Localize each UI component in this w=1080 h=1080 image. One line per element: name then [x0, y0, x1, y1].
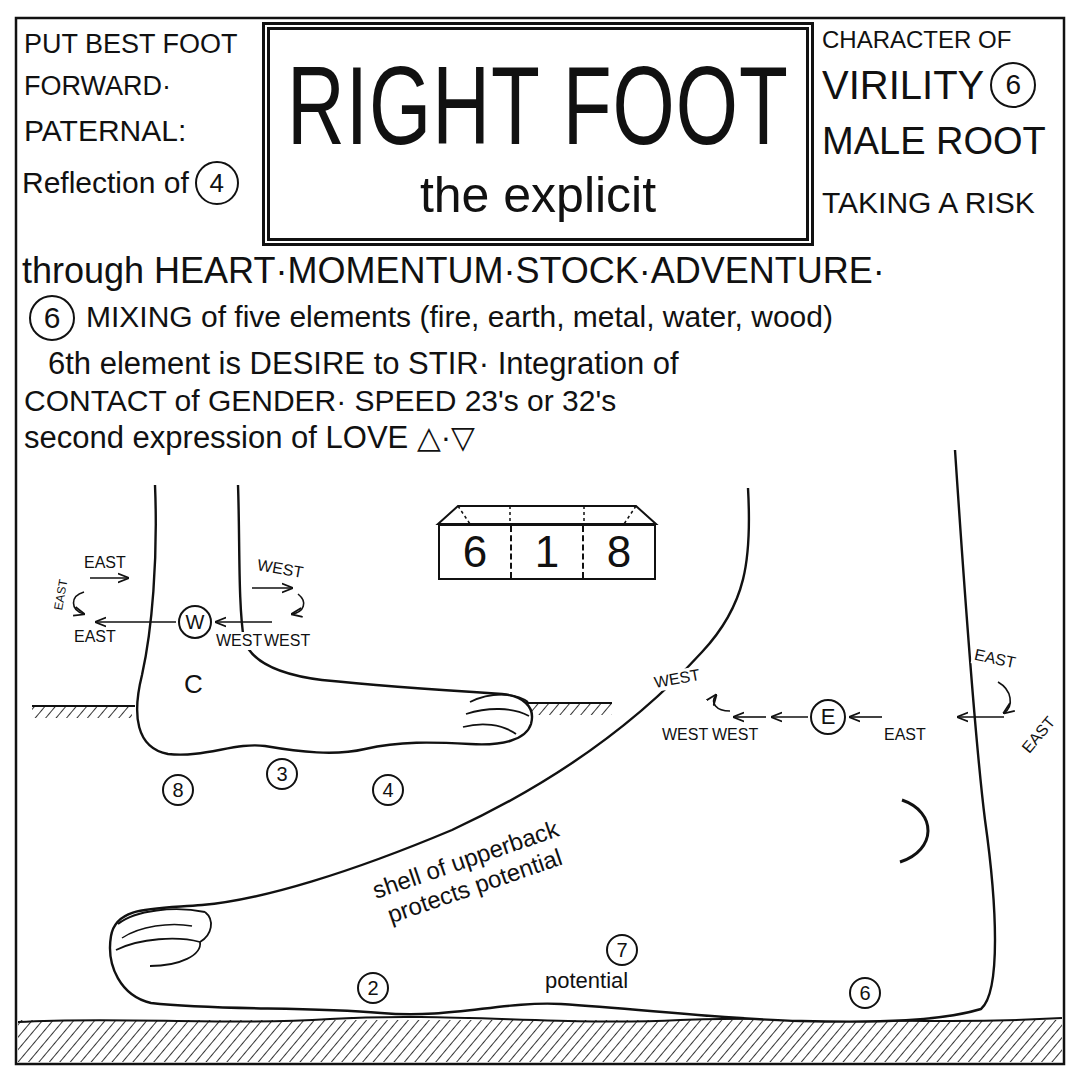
direction-arrow	[998, 682, 1010, 713]
title-box: RIGHT FOOT the explicit	[262, 22, 814, 246]
note-text: TAKING A RISK	[822, 186, 1035, 221]
direction-arrow	[958, 716, 1004, 718]
note-text: CHARACTER OF	[822, 26, 1011, 54]
ground-hatch	[18, 1020, 1062, 1062]
toe-line	[122, 925, 192, 939]
title-text: RIGHT FOOT	[287, 50, 789, 162]
callout-circle: 6	[990, 62, 1036, 108]
direction-arrow	[216, 621, 272, 623]
callout-number: 6	[859, 983, 870, 1003]
direction-arrow	[850, 716, 882, 718]
direction-arrow	[96, 621, 176, 623]
direction-label: EAST	[52, 576, 72, 613]
crescent-mark	[900, 800, 928, 862]
direction-arrow	[292, 594, 304, 614]
callout-number: 2	[367, 978, 378, 998]
callout-number: 7	[616, 940, 627, 960]
direction-label: EAST	[82, 554, 128, 572]
box-top-face	[438, 506, 656, 524]
toe-line	[470, 695, 528, 703]
callout-number: 4	[210, 170, 224, 196]
ground-line	[32, 705, 135, 707]
toe-line	[200, 912, 211, 942]
number-cell: 1	[510, 526, 582, 578]
direction-label: WEST	[660, 726, 710, 744]
direction-label: WEST	[214, 632, 264, 650]
note-text: Reflection of	[22, 166, 189, 201]
callout-number: E	[821, 706, 836, 728]
letter-label: C	[184, 670, 203, 700]
frame	[16, 18, 1064, 1064]
callout-number: W	[186, 612, 205, 632]
toenail-line	[116, 939, 200, 966]
toe-line	[463, 724, 516, 734]
callout-circle: 8	[162, 774, 194, 806]
curved-note: shell of upperback protects potential	[329, 800, 612, 943]
callout-number: 4	[382, 780, 393, 800]
direction-label: WEST	[262, 632, 312, 650]
callout-circle: 7	[606, 934, 638, 966]
note-text: second expression of LOVE △·▽	[24, 420, 475, 456]
direction-arrow	[772, 716, 808, 718]
direction-label: EAST	[72, 628, 118, 646]
direction-arrow	[714, 695, 730, 711]
direction-label: WEST	[651, 666, 704, 693]
callout-number: 3	[276, 764, 287, 784]
callout-number: 8	[172, 780, 183, 800]
callout-circle: 6	[29, 295, 75, 341]
callout-circle: 4	[195, 161, 239, 205]
number-cell: 6	[440, 526, 510, 578]
direction-arrow	[252, 587, 292, 589]
direction-arrow	[734, 716, 766, 718]
callout-circle: 3	[266, 758, 298, 790]
note-text: VIRILITY	[822, 62, 984, 108]
direction-arrow	[74, 592, 85, 614]
direction-label: WEST	[254, 556, 307, 583]
direction-label: EAST	[1017, 712, 1061, 759]
subtitle-text: the explicit	[420, 170, 656, 220]
callout-number: 6	[44, 303, 61, 333]
callout-circle: W	[178, 605, 212, 639]
note-text: CONTACT of GENDER· SPEED 23's or 32's	[24, 384, 616, 419]
note-text: through HEART·MOMENTUM·STOCK·ADVENTURE·	[22, 250, 885, 291]
large-foot-outline	[110, 450, 995, 1022]
callout-circle: 2	[357, 972, 389, 1004]
note-text: 6th element is DESIRE to STIR· Integrati…	[48, 346, 679, 382]
direction-label: EAST	[882, 726, 928, 744]
direction-arrow	[90, 577, 128, 579]
note-text: potential	[545, 968, 628, 993]
toe-line	[118, 909, 205, 924]
callout-circle: E	[810, 699, 846, 735]
direction-label: WEST	[710, 726, 760, 744]
callout-circle: 4	[372, 774, 404, 806]
note-text: MIXING of five elements (fire, earth, me…	[86, 300, 833, 335]
ground-hatch	[32, 706, 132, 718]
callout-number: 6	[1005, 71, 1021, 99]
callout-circle: 6	[849, 977, 881, 1009]
note-text: MALE ROOT	[822, 120, 1046, 164]
note-text: PATERNAL:	[24, 114, 186, 149]
direction-label: EAST	[971, 645, 1020, 673]
hidden-edge	[458, 506, 636, 524]
toe-line	[466, 709, 529, 716]
note-text: PUT BEST FOOT FORWARD·	[24, 24, 262, 108]
number-box: 618	[438, 524, 656, 580]
number-cell: 8	[582, 526, 654, 578]
